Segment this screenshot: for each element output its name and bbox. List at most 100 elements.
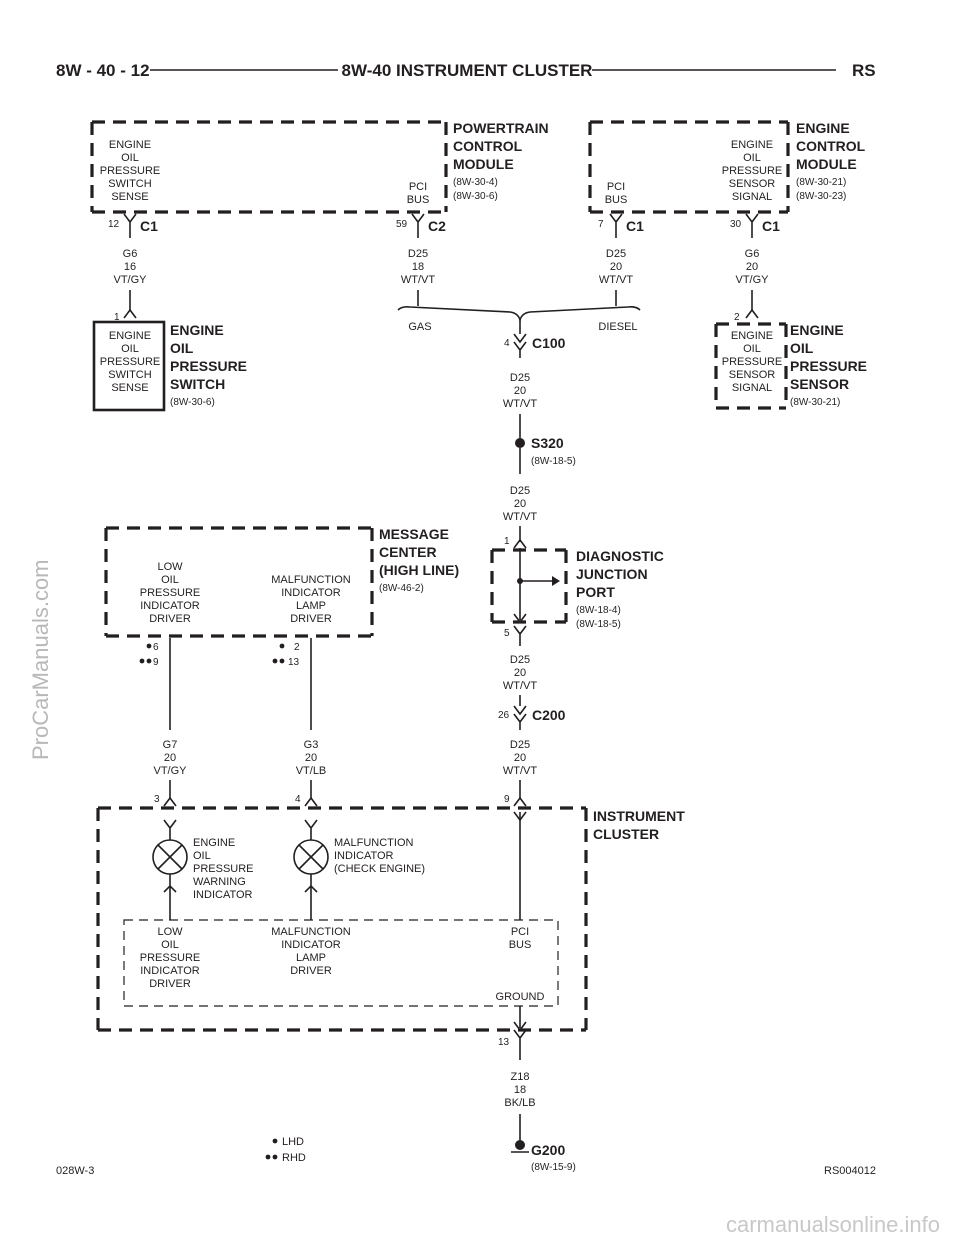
- legend-lhd: LHD: [282, 1136, 304, 1148]
- splice-s320: S320 (8W-18-5): [515, 435, 576, 467]
- legend-rhd: RHD: [282, 1152, 306, 1164]
- diagnostic-junction-port: 1 5 DIAGNOSTIC JUNCTION PORT (8W-18-4) (…: [490, 536, 664, 646]
- connector-c100: 4 C100: [504, 333, 566, 358]
- ecm-name: ENGINE CONTROL MODULE (8W-30-21) (8W-30-…: [796, 120, 866, 202]
- svg-text:WT/VT: WT/VT: [503, 398, 537, 410]
- svg-text:18: 18: [514, 1084, 526, 1096]
- svg-text:(8W-30-4): (8W-30-4): [453, 177, 498, 188]
- svg-text:LOW: LOW: [157, 926, 183, 938]
- wire-d25-djp: D25 20 WT/VT: [503, 654, 537, 692]
- sensor-name: ENGINE OIL PRESSURE SENSOR (8W-30-21): [790, 322, 867, 408]
- svg-text:20: 20: [305, 752, 317, 764]
- engine-control-module: ENGINE CONTROL MODULE (8W-30-21) (8W-30-…: [588, 120, 866, 238]
- ecm-pci-bus-label: PCI BUS: [605, 181, 628, 206]
- pcm-pin-59: 59: [396, 219, 408, 230]
- svg-text:G6: G6: [123, 248, 138, 260]
- pcm-oil-sense-label: ENGINE OIL PRESSURE SWITCH SENSE: [100, 139, 161, 203]
- cluster-ground-label: GROUND: [496, 991, 545, 1003]
- svg-text:INDICATOR: INDICATOR: [281, 939, 341, 951]
- ecm-pin-7: 7: [598, 219, 604, 230]
- ground-icon: [511, 1140, 529, 1153]
- svg-text:D25: D25: [510, 372, 530, 384]
- svg-text:MALFUNCTION: MALFUNCTION: [271, 574, 351, 586]
- mc-malfunction-driver-label: MALFUNCTION INDICATOR LAMP DRIVER: [271, 574, 351, 625]
- svg-text:SIGNAL: SIGNAL: [732, 382, 772, 394]
- wire-d25-c100: D25 20 WT/VT: [503, 372, 537, 410]
- svg-text:1: 1: [504, 536, 510, 547]
- svg-text:PRESSURE: PRESSURE: [140, 952, 201, 964]
- svg-text:4: 4: [504, 338, 510, 349]
- svg-text:OIL: OIL: [790, 340, 814, 356]
- svg-text:5: 5: [504, 628, 510, 639]
- oil-pressure-lamp-icon: [152, 839, 188, 875]
- svg-text:MESSAGE: MESSAGE: [379, 526, 449, 542]
- svg-text:ENGINE: ENGINE: [193, 837, 235, 849]
- svg-text:MODULE: MODULE: [453, 156, 514, 172]
- legend: LHD RHD: [265, 1136, 306, 1164]
- switch-pin-1: 1: [114, 312, 120, 323]
- svg-text:OIL: OIL: [121, 152, 139, 164]
- wire-g3-20: G3 20 VT/LB: [296, 739, 327, 777]
- cluster-low-oil-driver: LOW OIL PRESSURE INDICATOR DRIVER: [140, 926, 201, 990]
- svg-text:WARNING: WARNING: [193, 876, 246, 888]
- svg-text:MALFUNCTION: MALFUNCTION: [271, 926, 351, 938]
- cluster-pin-13: 13: [498, 1037, 510, 1048]
- page-code: RS: [852, 61, 876, 80]
- svg-text:POWERTRAIN: POWERTRAIN: [453, 120, 549, 136]
- svg-text:G6: G6: [745, 248, 760, 260]
- page-header: 8W - 40 - 12 8W-40 INSTRUMENT CLUSTER RS: [56, 61, 876, 80]
- svg-text:(8W-18-5): (8W-18-5): [531, 456, 576, 467]
- svg-text:PORT: PORT: [576, 584, 615, 600]
- svg-text:PRESSURE: PRESSURE: [140, 587, 201, 599]
- svg-text:PRESSURE: PRESSURE: [790, 358, 867, 374]
- mc-low-oil-driver-label: LOW OIL PRESSURE INDICATOR DRIVER: [140, 561, 201, 625]
- svg-text:PCI: PCI: [607, 181, 625, 193]
- engine-oil-pressure-sensor: 2 ENGINE OIL PRESSURE SENSOR SIGNAL ENGI…: [714, 308, 867, 410]
- gas-diesel-join: GAS DIESEL: [397, 306, 641, 334]
- lamp2-label: MALFUNCTION INDICATOR (CHECK ENGINE): [334, 837, 425, 875]
- svg-text:SENSE: SENSE: [111, 191, 148, 203]
- svg-text:20: 20: [610, 261, 622, 273]
- svg-text:BUS: BUS: [605, 194, 628, 206]
- svg-text:DRIVER: DRIVER: [149, 613, 191, 625]
- instrument-cluster: INSTRUMENT CLUSTER 3 4 9 ENGINE OIL PRES…: [96, 794, 685, 1060]
- svg-text:PRESSURE: PRESSURE: [722, 165, 783, 177]
- svg-text:ENGINE: ENGINE: [731, 330, 773, 342]
- svg-text:D25: D25: [510, 739, 530, 751]
- svg-text:D25: D25: [606, 248, 626, 260]
- svg-text:S320: S320: [531, 435, 564, 451]
- svg-text:26: 26: [498, 710, 510, 721]
- svg-text:ENGINE: ENGINE: [731, 139, 773, 151]
- svg-text:LAMP: LAMP: [296, 600, 326, 612]
- svg-text:BK/LB: BK/LB: [504, 1097, 535, 1109]
- svg-text:C100: C100: [532, 335, 566, 351]
- svg-text:20: 20: [746, 261, 758, 273]
- side-watermark: ProCarManuals.com: [28, 559, 53, 760]
- connector-c200: 26 C200: [498, 705, 566, 730]
- svg-text:ENGINE: ENGINE: [109, 139, 151, 151]
- svg-text:INDICATOR: INDICATOR: [334, 850, 394, 862]
- message-center-name: MESSAGE CENTER (HIGH LINE) (8W-46-2): [379, 526, 459, 594]
- mc-pin-9: 9: [153, 657, 159, 668]
- svg-text:OIL: OIL: [170, 340, 194, 356]
- svg-text:VT/GY: VT/GY: [153, 765, 187, 777]
- svg-text:(8W-30-21): (8W-30-21): [796, 177, 846, 188]
- pcm-name: POWERTRAIN CONTROL MODULE (8W-30-4) (8W-…: [453, 120, 549, 202]
- svg-text:SIGNAL: SIGNAL: [732, 191, 772, 203]
- svg-text:G7: G7: [163, 739, 178, 751]
- svg-text:16: 16: [124, 261, 136, 273]
- mc-pin-6: 6: [153, 642, 159, 653]
- svg-text:20: 20: [514, 752, 526, 764]
- svg-text:C200: C200: [532, 707, 566, 723]
- svg-text:INDICATOR: INDICATOR: [281, 587, 341, 599]
- svg-text:DRIVER: DRIVER: [290, 613, 332, 625]
- diesel-label: DIESEL: [598, 321, 637, 333]
- cluster-pci-bus: PCI BUS: [509, 926, 532, 951]
- svg-text:JUNCTION: JUNCTION: [576, 566, 648, 582]
- page-number: 8W - 40 - 12: [56, 61, 150, 80]
- pcm-pin-12: 12: [108, 219, 120, 230]
- ecm-pin-30: 30: [730, 219, 742, 230]
- svg-text:DRIVER: DRIVER: [149, 978, 191, 990]
- svg-text:ENGINE: ENGINE: [109, 330, 151, 342]
- svg-text:VT/GY: VT/GY: [735, 274, 769, 286]
